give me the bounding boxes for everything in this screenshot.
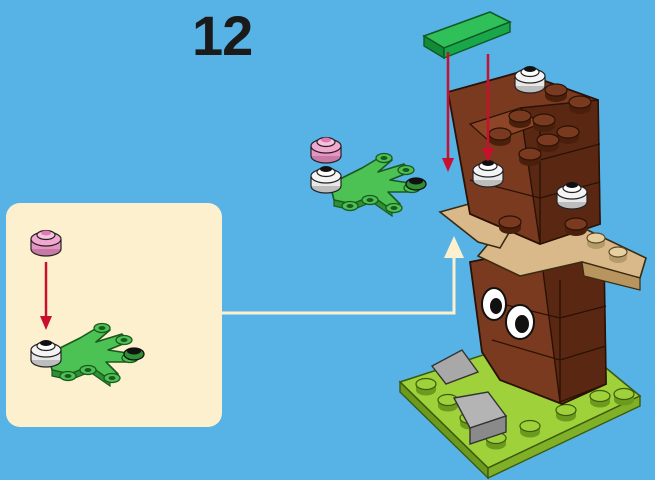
new-plant-assembly: [311, 138, 426, 217]
plant-white-round: [311, 166, 341, 193]
green-tile: [424, 12, 510, 58]
plant-pink-round: [311, 138, 341, 164]
callout-pointer-arrow: [222, 236, 464, 313]
red-arrow-callout: [40, 262, 52, 330]
callout-plant-assembly: [31, 324, 144, 387]
white-round-top: [515, 66, 545, 93]
callout-pink-round-plate: [31, 231, 61, 257]
white-round-plate: [31, 340, 61, 367]
